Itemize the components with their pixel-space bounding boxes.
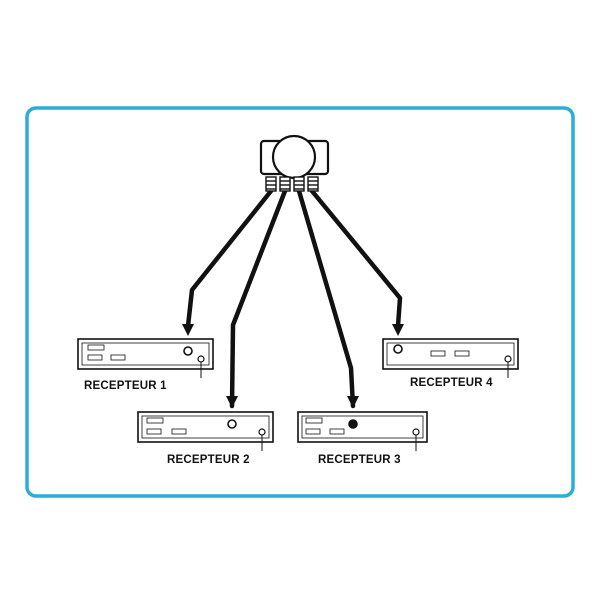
receiver-2-label: RECEPTEUR 2 — [167, 454, 250, 466]
receiver-3-icon — [297, 411, 428, 451]
cable-to-receiver-4 — [309, 188, 403, 329]
cable-to-receiver-1 — [185, 188, 274, 329]
arrow-head-3 — [347, 396, 359, 408]
arrow-head-2 — [226, 396, 238, 408]
receiver-1-label: RECEPTEUR 1 — [84, 380, 167, 392]
multiswitch-dish-head — [271, 134, 317, 180]
arrow-head-4 — [392, 324, 404, 336]
cables — [185, 188, 403, 409]
cable-to-receiver-3 — [296, 188, 356, 409]
multiswitch-icon — [259, 134, 330, 192]
receiver-4-label: RECEPTEUR 4 — [410, 377, 493, 389]
receiver-2-icon — [137, 411, 274, 451]
receiver-4-icon — [382, 338, 519, 378]
arrow-head-1 — [182, 324, 194, 336]
multiswitch-connectors — [265, 176, 319, 192]
arrow-heads — [182, 324, 404, 408]
diagram-frame — [25, 106, 575, 498]
receiver-3-label: RECEPTEUR 3 — [318, 454, 401, 466]
receiver-1-icon — [77, 338, 214, 378]
cable-to-receiver-2 — [229, 188, 288, 409]
